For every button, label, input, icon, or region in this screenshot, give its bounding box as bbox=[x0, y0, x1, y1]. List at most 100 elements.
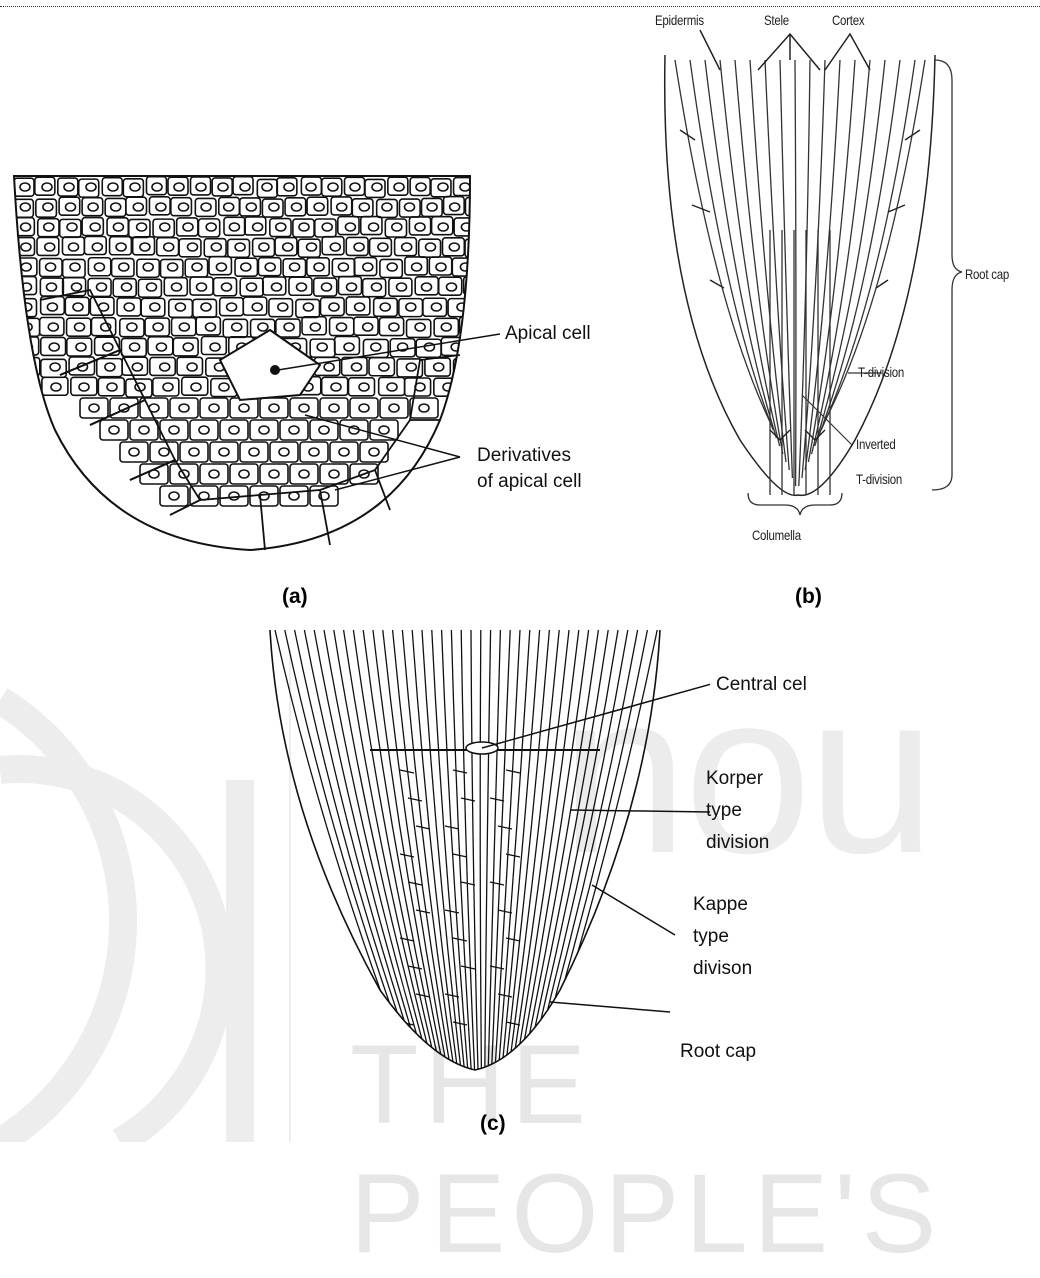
cell-nucleus bbox=[139, 426, 149, 434]
derivative-cell bbox=[250, 420, 278, 440]
caption-a: (a) bbox=[282, 585, 308, 609]
root-cap-brace bbox=[932, 60, 962, 490]
cell-nucleus bbox=[289, 426, 299, 434]
cell-nucleus bbox=[196, 183, 206, 191]
cell-nucleus bbox=[229, 426, 239, 434]
cell-nucleus bbox=[50, 363, 60, 371]
small-cell bbox=[113, 279, 136, 297]
cell-nucleus bbox=[339, 448, 349, 456]
small-cell bbox=[58, 178, 78, 196]
cell-nucleus bbox=[438, 183, 448, 191]
cell-file-line bbox=[720, 60, 780, 446]
small-cell bbox=[379, 377, 405, 395]
cell-nucleus bbox=[23, 363, 33, 371]
derivative-cell bbox=[170, 398, 198, 418]
derivative-cell bbox=[330, 442, 358, 462]
small-cell bbox=[149, 197, 170, 215]
cell-nucleus bbox=[79, 383, 89, 391]
cell-file-line bbox=[735, 60, 783, 454]
cell-nucleus bbox=[269, 203, 279, 211]
derivative-cell bbox=[300, 442, 328, 462]
cell-nucleus bbox=[299, 404, 309, 412]
cell-file-line bbox=[522, 630, 598, 1070]
small-cell bbox=[302, 317, 326, 335]
small-cell bbox=[243, 297, 267, 315]
small-cell bbox=[14, 258, 36, 276]
leader-kappe bbox=[592, 885, 675, 935]
columella-brace bbox=[748, 493, 842, 515]
cell-nucleus bbox=[108, 183, 118, 191]
small-cell bbox=[137, 259, 159, 277]
label-derivatives-line1: Derivatives bbox=[477, 444, 571, 467]
small-cell bbox=[185, 259, 207, 277]
derivative-cell bbox=[120, 442, 148, 462]
derivative-cell bbox=[350, 398, 378, 418]
cell-nucleus bbox=[259, 243, 269, 251]
cell-nucleus bbox=[107, 383, 117, 391]
small-cell bbox=[465, 198, 486, 216]
cell-nucleus bbox=[133, 203, 143, 211]
panel-c-diagram bbox=[250, 630, 710, 1110]
cell-nucleus bbox=[259, 426, 269, 434]
label-cortex: Cortex bbox=[832, 12, 864, 28]
cross-wall bbox=[490, 882, 504, 885]
cell-nucleus bbox=[460, 183, 470, 191]
small-cell bbox=[257, 179, 277, 197]
small-cell bbox=[148, 337, 173, 355]
small-cell bbox=[40, 318, 64, 336]
cell-nucleus bbox=[380, 303, 390, 311]
cell-nucleus bbox=[262, 183, 272, 191]
small-cell bbox=[14, 178, 34, 196]
small-cell bbox=[335, 337, 360, 355]
small-cell bbox=[37, 237, 59, 255]
small-cell bbox=[145, 318, 169, 336]
cell-nucleus bbox=[363, 323, 373, 331]
small-cell bbox=[133, 237, 155, 255]
cell-nucleus bbox=[140, 243, 150, 251]
cell-nucleus bbox=[179, 323, 189, 331]
cell-nucleus bbox=[378, 243, 388, 251]
cell-nucleus bbox=[363, 263, 373, 271]
cell-nucleus bbox=[272, 283, 282, 291]
cell-nucleus bbox=[239, 404, 249, 412]
cell-nucleus bbox=[471, 383, 481, 391]
cell-nucleus bbox=[472, 283, 482, 291]
cell-nucleus bbox=[415, 223, 425, 231]
cell-nucleus bbox=[309, 448, 319, 456]
cell-nucleus bbox=[21, 263, 31, 271]
cell-nucleus bbox=[76, 343, 86, 351]
cell-nucleus bbox=[70, 263, 80, 271]
root-b-outline bbox=[665, 55, 935, 495]
small-cell bbox=[190, 277, 213, 295]
cell-nucleus bbox=[232, 323, 242, 331]
small-cell bbox=[425, 358, 450, 376]
cell-nucleus bbox=[387, 263, 397, 271]
cell-nucleus bbox=[64, 183, 74, 191]
small-cell bbox=[240, 198, 261, 216]
cell-nucleus bbox=[211, 243, 221, 251]
cell-nucleus bbox=[371, 343, 381, 351]
cell-nucleus bbox=[276, 223, 286, 231]
cell-nucleus bbox=[269, 470, 279, 478]
cell-nucleus bbox=[372, 283, 382, 291]
small-cell bbox=[141, 298, 165, 316]
cell-nucleus bbox=[461, 363, 471, 371]
small-cell bbox=[444, 197, 465, 215]
small-cell bbox=[212, 178, 232, 196]
derivative-cell bbox=[80, 398, 108, 418]
cell-nucleus bbox=[51, 383, 61, 391]
small-cell bbox=[193, 299, 217, 317]
cell-nucleus bbox=[405, 203, 415, 211]
derivative-cell bbox=[230, 464, 258, 484]
small-cell bbox=[153, 219, 174, 237]
cell-nucleus bbox=[436, 263, 446, 271]
small-cell bbox=[439, 277, 462, 295]
small-cell bbox=[422, 198, 443, 216]
small-cell bbox=[405, 378, 431, 396]
cell-nucleus bbox=[105, 363, 115, 371]
cell-nucleus bbox=[152, 183, 162, 191]
small-cell bbox=[415, 277, 438, 295]
small-cell bbox=[182, 377, 208, 395]
cell-nucleus bbox=[278, 303, 288, 311]
cross-wall bbox=[416, 826, 430, 829]
